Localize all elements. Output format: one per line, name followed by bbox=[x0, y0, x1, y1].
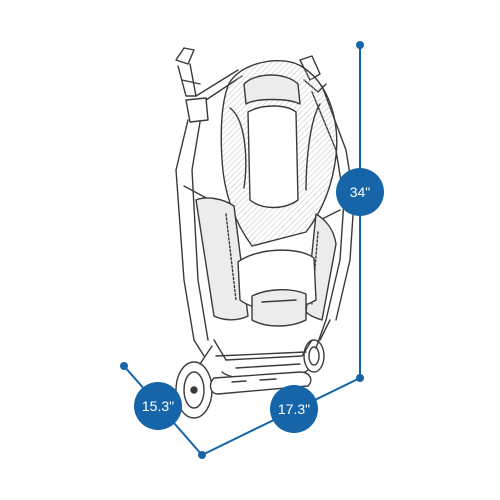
width-badge bbox=[270, 385, 318, 433]
front-wheel bbox=[303, 319, 331, 373]
height-value: 34" bbox=[350, 184, 371, 200]
kick-bar bbox=[209, 371, 312, 395]
dimension-width: 17.3" bbox=[198, 377, 361, 459]
width-value: 17.3" bbox=[278, 401, 310, 417]
width-endpoint-corner bbox=[198, 451, 206, 459]
stroller-base bbox=[213, 339, 313, 381]
height-badge bbox=[336, 168, 384, 216]
dimension-height: 34" bbox=[336, 41, 384, 382]
depth-endpoint-top bbox=[120, 362, 128, 370]
seat-fabric bbox=[220, 59, 338, 247]
dimension-depth: 15.3" bbox=[120, 362, 203, 456]
depth-badge bbox=[134, 382, 182, 430]
seat-cushion bbox=[237, 249, 317, 327]
height-endpoint-top bbox=[356, 41, 364, 49]
folded-stroller-icon bbox=[175, 47, 355, 419]
depth-value: 15.3" bbox=[142, 398, 174, 414]
